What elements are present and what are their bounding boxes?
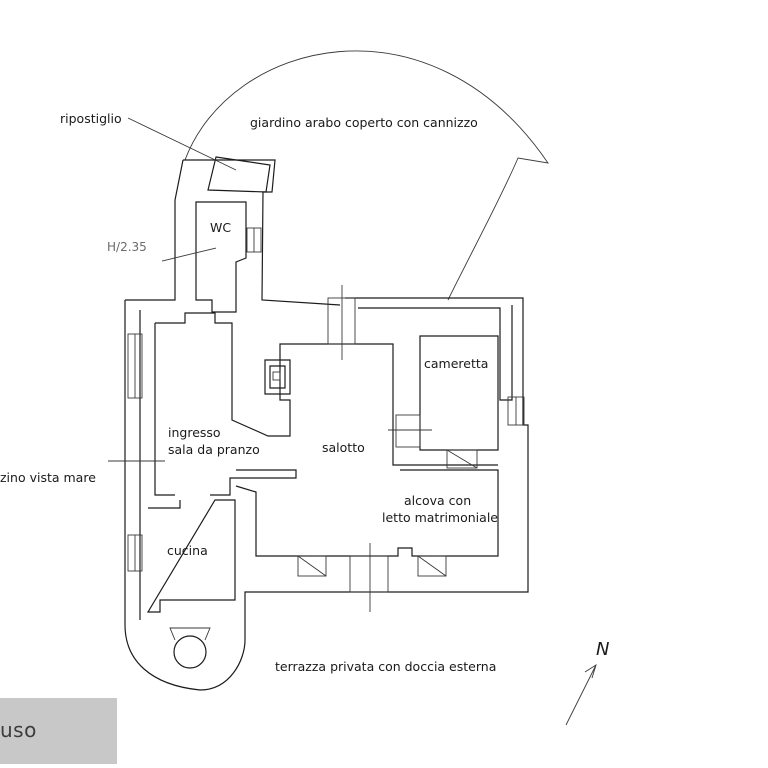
cameretta-label: cameretta <box>424 356 488 371</box>
alcova-wardrobe-2-diag <box>417 555 447 577</box>
cameretta-wardrobe <box>446 449 478 469</box>
watermark-badge: uso <box>0 698 117 764</box>
cameretta-door <box>395 414 421 448</box>
alcova-wardrobe-1 <box>297 555 327 577</box>
height-leader <box>161 247 217 262</box>
wc-room <box>195 201 247 313</box>
north-wing-wall <box>125 159 341 306</box>
ripostiglio-label: ripostiglio <box>60 111 122 126</box>
salotto-label: salotto <box>322 440 365 455</box>
fireplace-core <box>272 371 281 381</box>
alcova-wardrobe-1-diag <box>297 555 327 577</box>
ingresso-label: ingresso <box>168 425 221 440</box>
alcova-room <box>235 469 499 557</box>
north-label: N <box>596 639 609 660</box>
terrace-door <box>349 555 389 593</box>
garden-arc <box>184 50 549 301</box>
cameretta-wardrobe-diag <box>446 449 478 469</box>
terrazzino-label: zino vista mare <box>0 470 96 485</box>
alcova-label-1: alcova con <box>404 493 471 508</box>
spiral-stair-base <box>169 627 211 641</box>
ripostiglio-box <box>207 156 271 193</box>
east-inner-wall <box>358 305 513 401</box>
height-label: H/2.35 <box>107 240 147 254</box>
north-arrow <box>565 663 597 726</box>
terrazza-label: terrazza privata con doccia esterna <box>275 659 496 674</box>
cameretta-room <box>419 335 499 451</box>
watermark-badge-text: uso <box>0 718 37 742</box>
alcova-label-2: letto matrimoniale <box>382 510 498 525</box>
salotto-door-top <box>327 297 356 345</box>
wc-label: WC <box>210 220 231 235</box>
outer-perimeter <box>124 297 529 691</box>
cucina-room <box>146 499 236 613</box>
spiral-stair <box>173 635 207 669</box>
fireplace <box>264 359 291 395</box>
cucina-label: cucina <box>167 543 208 558</box>
sala-label: sala da pranzo <box>168 442 260 457</box>
giardino-label: giardino arabo coperto con cannizzo <box>250 115 478 130</box>
alcova-wardrobe-2 <box>417 555 447 577</box>
ingresso-west <box>154 323 297 496</box>
ripostiglio-leader <box>127 117 237 171</box>
